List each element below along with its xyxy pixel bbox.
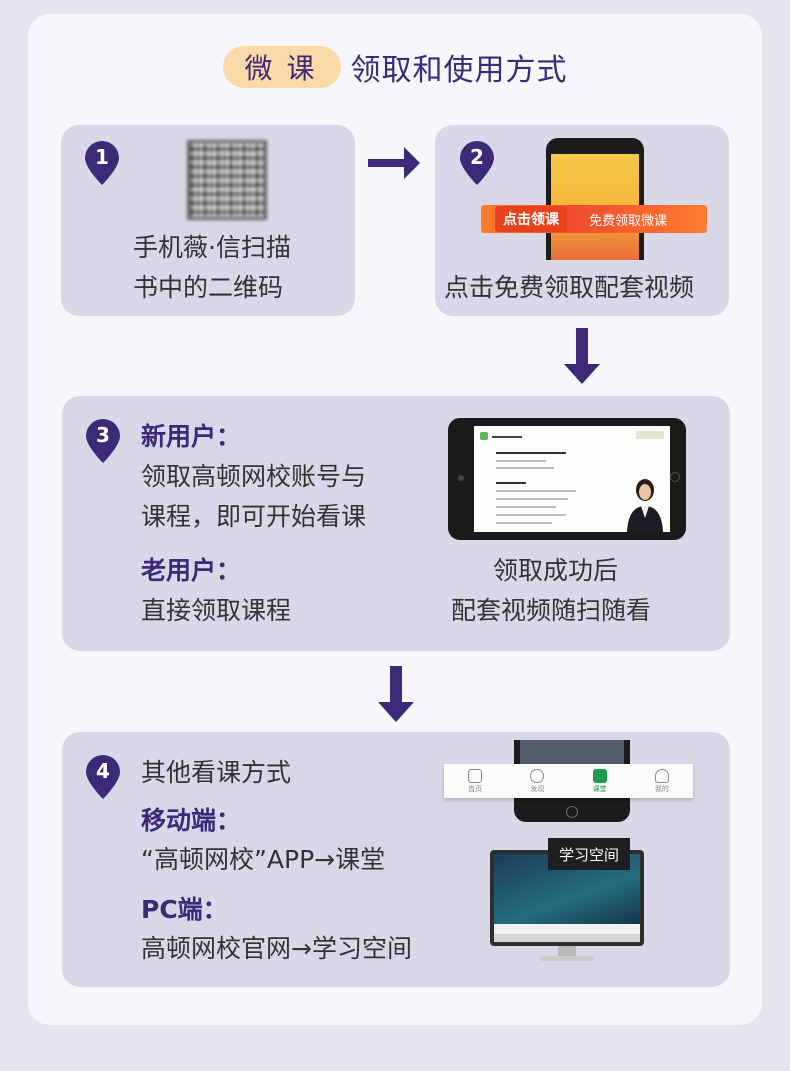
arrow-down-icon (378, 666, 414, 722)
phone-image (546, 138, 644, 260)
planet-icon (530, 768, 545, 783)
new-user-heading: 新用户： (141, 422, 242, 451)
arrow-down-icon (564, 328, 600, 384)
user-icon (654, 768, 669, 783)
step-1-line-2: 书中的二维码 (133, 273, 284, 302)
home-icon (468, 768, 483, 783)
pc-heading: PC端： (141, 895, 228, 924)
claim-banner: 点击领课 免费领取微课 (481, 205, 707, 233)
step-2-caption: 点击免费领取配套视频 (444, 273, 695, 302)
study-space-tag: 学习空间 (548, 838, 630, 870)
old-user-line: 直接领取课程 (141, 596, 292, 625)
title-text: 领取和使用方式 (350, 53, 568, 88)
other-methods-heading: 其他看课方式 (141, 758, 292, 787)
step-1-line-1: 手机薇·信扫描 (133, 233, 291, 262)
new-user-line-2: 课程，即可开始看课 (141, 502, 367, 531)
tab-mine: 我的 (642, 768, 682, 794)
mobile-line: “高顿网校”APP→课堂 (141, 845, 386, 874)
qr-code-image (187, 140, 267, 220)
step-3-badge: 3 (84, 418, 122, 464)
banner-right-label: 免费领取微课 (589, 213, 668, 229)
tab-classroom: 课堂 (580, 768, 620, 794)
page-title: 微课 领取和使用方式 (0, 44, 790, 90)
app-tab-bar: 首页 发现 课堂 我的 (444, 764, 693, 798)
arrow-right-icon (368, 147, 420, 179)
classroom-icon (592, 768, 607, 783)
title-pill: 微课 (222, 46, 341, 88)
banner-left-label: 点击领课 (495, 206, 567, 232)
pc-line: 高顿网校官网→学习空间 (141, 934, 412, 963)
tab-discover: 发现 (517, 768, 557, 794)
mobile-heading: 移动端： (141, 806, 242, 835)
step-2-badge: 2 (458, 140, 496, 186)
tablet-image (448, 418, 686, 540)
step-3-caption-1: 领取成功后 (493, 556, 619, 585)
step-1-badge: 1 (83, 140, 121, 186)
step-3-caption-2: 配套视频随扫随看 (451, 596, 652, 625)
tab-home: 首页 (455, 768, 495, 794)
step-4-badge: 4 (84, 754, 122, 800)
old-user-heading: 老用户： (141, 556, 242, 585)
new-user-line-1: 领取高顿网校账号与 (141, 462, 367, 491)
